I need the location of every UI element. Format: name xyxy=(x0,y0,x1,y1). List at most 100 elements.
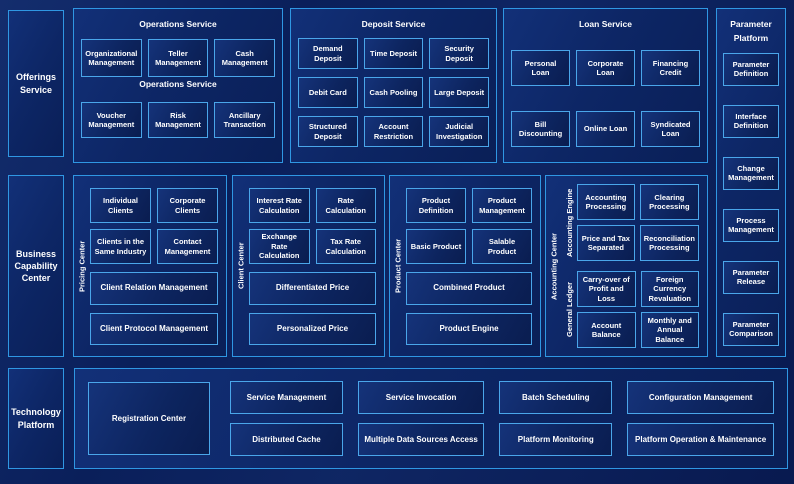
box-client-protocol-management: Client Protocol Management xyxy=(90,312,218,345)
box-client-relation-management: Client Relation Management xyxy=(90,272,218,305)
box-interface-definition: Interface Definition xyxy=(723,104,779,138)
box-foreign-currency-revaluation: Foreign Currency Revaluation xyxy=(640,271,699,307)
accounting-engine-grid: Accounting Processing Clearing Processin… xyxy=(577,184,699,261)
box-parameter-release: Parameter Release xyxy=(723,260,779,294)
box-basic-product: Basic Product xyxy=(406,229,466,264)
box-interest-rate-calculation: Interest Rate Calculation xyxy=(249,188,310,223)
operations-service-panel: Operations Service Organizational Manage… xyxy=(73,8,283,163)
box-demand-deposit: Demand Deposit xyxy=(298,38,358,70)
deposit-grid: Demand Deposit Time Deposit Security Dep… xyxy=(298,38,489,148)
general-ledger-group: General Ledger Carry-over of Profit and … xyxy=(562,271,699,348)
box-product-engine: Product Engine xyxy=(406,312,532,345)
accounting-engine-label: Accounting Engine xyxy=(565,188,574,257)
box-structured-deposit: Structured Deposit xyxy=(298,116,358,148)
box-price-tax-separated: Price and Tax Separated xyxy=(577,225,635,261)
box-distributed-cache: Distributed Cache xyxy=(230,423,343,456)
box-personal-loan: Personal Loan xyxy=(511,50,570,87)
box-organizational-management: Organizational Management xyxy=(81,39,142,78)
pricing-grid: Individual Clients Corporate Clients Cli… xyxy=(90,188,218,264)
box-exchange-rate-calculation: Exchange Rate Calculation xyxy=(249,229,310,264)
product-center-content: Product Definition Product Management Ba… xyxy=(406,176,540,356)
box-clients-same-industry: Clients in the Same Industry xyxy=(90,229,151,264)
box-tax-rate-calculation: Tax Rate Calculation xyxy=(315,229,376,264)
box-online-loan: Online Loan xyxy=(576,111,635,148)
pricing-center-label: Pricing Center xyxy=(77,240,87,292)
client-center-content: Interest Rate Calculation Rate Calculati… xyxy=(249,176,384,356)
deposit-service-panel: Deposit Service Demand Deposit Time Depo… xyxy=(290,8,497,163)
box-individual-clients: Individual Clients xyxy=(90,188,151,223)
box-change-management: Change Management xyxy=(723,156,779,190)
client-center-label: Client Center xyxy=(236,242,246,290)
box-platform-operation-maintenance: Platform Operation & Maintenance xyxy=(627,423,774,456)
client-center-panel: Client Center Interest Rate Calculation … xyxy=(232,175,385,357)
box-service-management: Service Management xyxy=(230,381,343,414)
operations-service-mid-title: Operations Service xyxy=(139,79,217,90)
box-financing-credit: Financing Credit xyxy=(641,50,700,87)
deposit-service-title: Deposit Service xyxy=(361,19,426,29)
box-personalized-price: Personalized Price xyxy=(249,312,376,345)
box-rate-calculation: Rate Calculation xyxy=(315,188,376,223)
box-process-management: Process Management xyxy=(723,208,779,242)
box-parameter-definition: Parameter Definition xyxy=(723,52,779,86)
box-registration-center: Registration Center xyxy=(88,382,210,455)
box-large-deposit: Large Deposit xyxy=(429,77,489,109)
sidebar-business-capability-center: Business Capability Center xyxy=(8,175,64,357)
box-combined-product: Combined Product xyxy=(406,272,532,305)
box-syndicated-loan: Syndicated Loan xyxy=(641,111,700,148)
technology-platform-panel: Registration Center Service Management S… xyxy=(74,368,788,469)
parameter-platform-title: Parameter Platform xyxy=(730,19,772,44)
accounting-center-panel: Accounting Center Accounting Engine Acco… xyxy=(545,175,708,357)
box-corporate-clients: Corporate Clients xyxy=(157,188,218,223)
box-corporate-loan: Corporate Loan xyxy=(576,50,635,87)
box-cash-pooling: Cash Pooling xyxy=(363,77,424,109)
box-salable-product: Salable Product xyxy=(472,229,532,264)
box-service-invocation: Service Invocation xyxy=(357,381,485,414)
box-accounting-processing: Accounting Processing xyxy=(577,184,635,220)
box-clearing-processing: Clearing Processing xyxy=(639,184,699,220)
operations-service-title: Operations Service xyxy=(139,19,217,29)
general-ledger-label: General Ledger xyxy=(565,281,574,338)
loan-row-2: Bill Discounting Online Loan Syndicated … xyxy=(511,111,700,148)
box-multiple-data-sources-access: Multiple Data Sources Access xyxy=(357,423,485,456)
sidebar-offerings-service: Offerings Service xyxy=(8,10,64,157)
box-account-restriction: Account Restriction xyxy=(363,116,424,148)
pricing-center-content: Individual Clients Corporate Clients Cli… xyxy=(90,176,226,356)
box-reconciliation-processing: Reconciliation Processing xyxy=(639,225,699,261)
product-center-panel: Product Center Product Definition Produc… xyxy=(389,175,541,357)
box-contact-management: Contact Management xyxy=(157,229,218,264)
accounting-engine-group: Accounting Engine Accounting Processing … xyxy=(562,184,699,261)
accounting-center-content: Accounting Engine Accounting Processing … xyxy=(562,176,707,356)
box-ancillary-transaction: Ancillary Transaction xyxy=(214,102,276,139)
box-debit-card: Debit Card xyxy=(298,77,358,109)
box-batch-scheduling: Batch Scheduling xyxy=(499,381,613,414)
box-carry-over-profit-loss: Carry-over of Profit and Loss xyxy=(577,271,636,307)
box-configuration-management: Configuration Management xyxy=(627,381,774,414)
box-risk-management: Risk Management xyxy=(147,102,209,139)
box-monthly-annual-balance: Monthly and Annual Balance xyxy=(640,312,699,348)
parameter-platform-panel: Parameter Platform Parameter Definition … xyxy=(716,8,786,357)
operations-row-1: Organizational Management Teller Managem… xyxy=(81,39,276,78)
box-cash-management: Cash Management xyxy=(214,39,276,78)
loan-service-title: Loan Service xyxy=(579,19,632,29)
box-voucher-management: Voucher Management xyxy=(81,102,142,139)
box-judicial-investigation: Judicial Investigation xyxy=(429,116,489,148)
box-time-deposit: Time Deposit xyxy=(363,38,424,70)
box-product-definition: Product Definition xyxy=(406,188,466,223)
box-account-balance: Account Balance xyxy=(577,312,636,348)
operations-row-2: Voucher Management Risk Management Ancil… xyxy=(81,102,276,139)
box-parameter-comparison: Parameter Comparison xyxy=(723,312,779,346)
pricing-center-panel: Pricing Center Individual Clients Corpor… xyxy=(73,175,227,357)
loan-row-1: Personal Loan Corporate Loan Financing C… xyxy=(511,50,700,87)
box-bill-discounting: Bill Discounting xyxy=(511,111,570,148)
loan-service-panel: Loan Service Personal Loan Corporate Loa… xyxy=(503,8,708,163)
box-product-management: Product Management xyxy=(472,188,532,223)
product-center-label: Product Center xyxy=(393,238,403,294)
general-ledger-grid: Carry-over of Profit and Loss Foreign Cu… xyxy=(577,271,699,348)
box-security-deposit: Security Deposit xyxy=(429,38,489,70)
box-teller-management: Teller Management xyxy=(147,39,209,78)
product-grid: Product Definition Product Management Ba… xyxy=(406,188,532,264)
box-platform-monitoring: Platform Monitoring xyxy=(499,423,613,456)
sidebar-technology-platform: Technology Platform xyxy=(8,368,64,469)
box-differentiated-price: Differentiated Price xyxy=(249,272,376,305)
